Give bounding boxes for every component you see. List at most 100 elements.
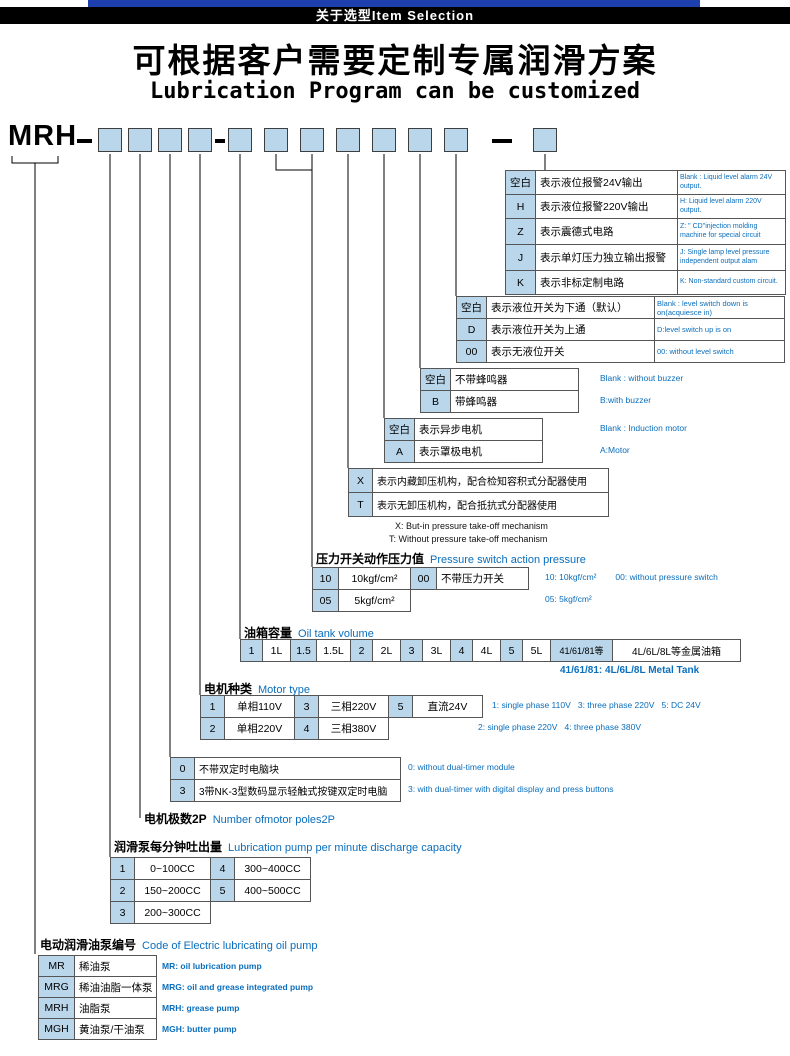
desc-cell: 表示罩极电机 [415,441,543,463]
desc-cell: 黄油泵/干油泵 [75,1019,157,1040]
value-cell: 1.5L [317,640,351,662]
timer-english-1: 0: without dual-timer module [408,762,515,772]
code-cell: J [506,245,536,271]
value-cell: 200~300CC [135,902,211,924]
title-en: Pressure switch action pressure [430,554,586,566]
desc-cell: 表示单灯压力独立输出报警 [536,245,678,271]
desc-cell: 表示液位报警24V输出 [536,171,678,195]
table-row: 2 150~200CC 5 400~500CC [111,880,311,902]
table-row: 空白 表示异步电机 [385,419,543,441]
code-cell: 41/61/81等 [551,640,613,662]
value-cell: 直流24V [413,696,483,718]
desc-cell: 表示震德式电路 [536,219,678,245]
english-cell: H: Liquid level alarm 220V output. [678,195,786,219]
model-prefix: MRH [8,120,78,152]
code-cell: Z [506,219,536,245]
value-cell: 10kgf/cm² [339,568,411,590]
code-cell: 空白 [506,171,536,195]
title-zh: 压力开关动作压力值 [316,552,425,566]
code-cell: 5 [389,696,413,718]
model-digit-box-3 [158,128,182,152]
dash-separator [77,139,92,143]
code-cell: 2 [351,640,373,662]
desc-cell: 表示液位报警220V输出 [536,195,678,219]
alarm-output-table: 空白 表示液位报警24V输出 Blank : Liquid level alar… [505,170,786,295]
oil-tank-english: 41/61/81: 4L/6L/8L Metal Tank [560,665,700,676]
code-cell: MRG [39,977,75,998]
motor-kind-table: 空白 表示异步电机 A 表示罩极电机 [384,418,543,463]
model-digit-box-5 [228,128,252,152]
dash-separator [215,139,225,143]
code-cell: K [506,271,536,295]
value-cell: 2L [373,640,401,662]
code-cell: T [349,493,373,517]
pressure-switch-english-1: 10: 10kgf/cm² 00: without pressure switc… [545,572,718,582]
page-subtitle: Lubrication Program can be customized [149,79,641,104]
title-zh: 电机种类 [204,682,253,696]
english-cell: 00: without level switch [655,341,785,363]
value-cell: 400~500CC [235,880,311,902]
model-digit-box-2 [128,128,152,152]
oil-tank-title: 油箱容量 Oil tank volume [244,624,374,642]
model-digit-box-4 [188,128,212,152]
table-row: 空白 表示液位报警24V输出 Blank : Liquid level alar… [506,171,786,195]
pressure-switch-table: 10 10kgf/cm² 00 不带压力开关 05 5kgf/cm² [312,567,529,612]
code-cell: 1 [201,696,225,718]
buzzer-table: 空白 不带蜂鸣器 B 带蜂鸣器 [420,368,579,413]
model-digit-box-1 [98,128,122,152]
title-en: Lubrication pump per minute discharge ca… [228,842,462,854]
table-row: 00 表示无液位开关 00: without level switch [457,341,785,363]
desc-cell: 不带压力开关 [437,568,529,590]
page-title: 可根据客户需要定制专属润滑方案 [132,42,658,79]
table-row: Z 表示震德式电路 Z: " CD"injection molding mach… [506,219,786,245]
code-cell: 4 [211,858,235,880]
table-row: MR 稀油泵 [39,956,157,977]
model-digit-box-8 [336,128,360,152]
title-en: Code of Electric lubricating oil pump [142,940,318,952]
pump-code-english-4: MGH: butter pump [162,1024,237,1034]
code-cell: 3 [401,640,423,662]
code-cell: D [457,319,487,341]
title-en: Motor type [258,684,310,696]
title-zh: 油箱容量 [244,626,293,640]
timer-english-2: 3: with dual-timer with digital display … [408,784,614,794]
table-row: MRG 稀油油脂一体泵 [39,977,157,998]
code-cell: 1 [111,858,135,880]
table-row: A 表示罩极电机 [385,441,543,463]
table-row: 空白 不带蜂鸣器 [421,369,579,391]
desc-cell: 表示非标定制电路 [536,271,678,295]
model-digit-box-9 [372,128,396,152]
english-cell: J: Single lamp level pressure independen… [678,245,786,271]
code-cell: MGH [39,1019,75,1040]
code-cell: MRH [39,998,75,1019]
value-cell: 4L [473,640,501,662]
desc-cell: 带蜂鸣器 [451,391,579,413]
title-en: Oil tank volume [298,628,374,640]
code-cell: 2 [111,880,135,902]
code-cell: X [349,469,373,493]
top-blue-strip [88,0,700,7]
model-digit-box-6 [264,128,288,152]
code-cell: B [421,391,451,413]
table-row: 10 10kgf/cm² 00 不带压力开关 [313,568,529,590]
oil-tank-table: 1 1L 1.5 1.5L 2 2L 3 3L 4 4L 5 5L 41/61/… [240,639,741,662]
value-cell: 三相380V [319,718,389,740]
table-row: T 表示无卸压机构，配合抵抗式分配器使用 [349,493,609,517]
model-digit-box-7 [300,128,324,152]
desc-cell: 稀油泵 [75,956,157,977]
table-row: K 表示非标定制电路 K: Non-standard custom circui… [506,271,786,295]
pump-code-title: 电动润滑油泵编号 Code of Electric lubricating oil… [40,936,318,954]
desc-cell: 表示无卸压机构，配合抵抗式分配器使用 [373,493,609,517]
motor-type-english-2: 2: single phase 220V 4: three phase 380V [478,722,642,732]
value-cell: 300~400CC [235,858,311,880]
discharge-table: 1 0~100CC 4 300~400CC 2 150~200CC 5 400~… [110,857,311,924]
code-cell: 00 [457,341,487,363]
pump-code-table: MR 稀油泵 MRG 稀油油脂一体泵 MRH 油脂泵 MGH 黄油泵/干油泵 [38,955,157,1040]
desc-cell: 表示无液位开关 [487,341,655,363]
motor-kind-english-2: A:Motor [600,445,630,455]
code-cell: 空白 [421,369,451,391]
title-zh: 电动润滑油泵编号 [40,938,137,952]
english-cell: Blank : Liquid level alarm 24V output. [678,171,786,195]
code-cell: 3 [171,780,195,802]
